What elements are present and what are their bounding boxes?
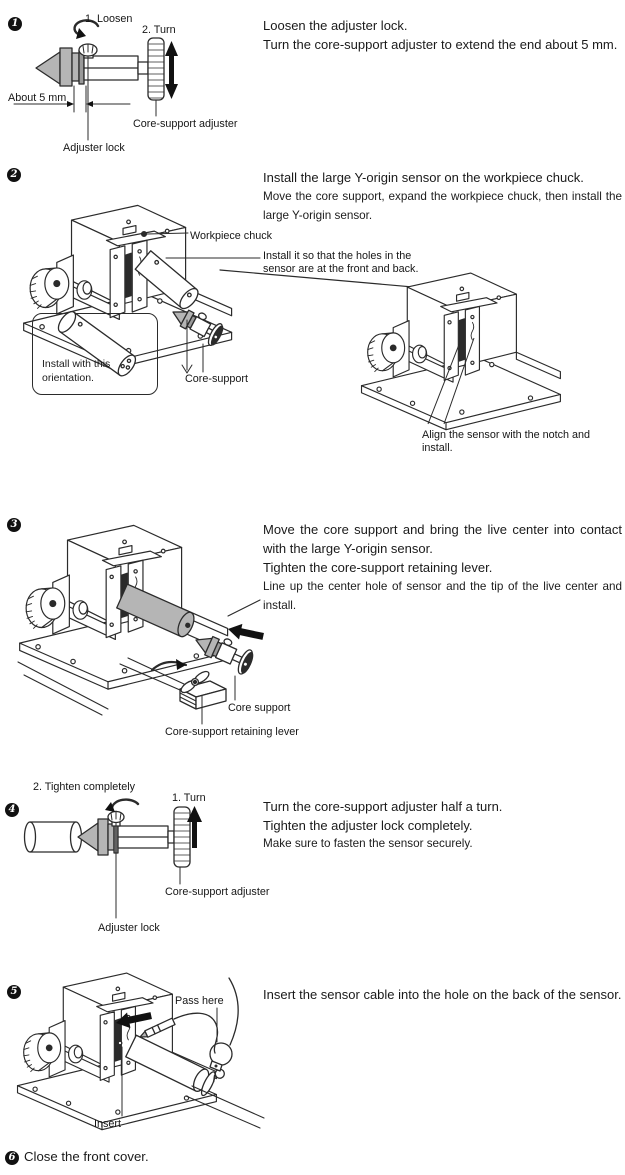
label-workpiece-chuck: Workpiece chuck bbox=[190, 230, 273, 242]
leader-lines bbox=[201, 675, 236, 725]
stand-and-leader bbox=[181, 319, 204, 374]
step3-sub-instruction: Line up the center hole of sensor and th… bbox=[263, 580, 622, 612]
orientation-cylinder-illustration bbox=[57, 311, 137, 377]
leader-lines bbox=[427, 337, 475, 425]
tighten-curved-arrow-icon bbox=[150, 659, 188, 672]
label-turn: 2. Turn bbox=[142, 24, 176, 36]
label-about-5mm: About 5 mm bbox=[8, 92, 67, 104]
label-insert: Insert bbox=[94, 1118, 122, 1130]
cable-connector bbox=[139, 1017, 176, 1038]
label-core-support-adjuster: Core-support adjuster bbox=[133, 118, 238, 130]
sensor-cable bbox=[173, 977, 239, 1072]
label-adjuster-lock: Adjuster lock bbox=[63, 142, 125, 154]
insert-arrow-icon bbox=[116, 1012, 152, 1029]
core-support-small-illustration bbox=[172, 309, 224, 346]
label-core-support: Core-support bbox=[185, 373, 249, 385]
instruction-line: Tighten the adjuster lock completely. bbox=[263, 818, 473, 833]
leader-lines bbox=[121, 1007, 218, 1117]
label-adjuster-lock: Adjuster lock bbox=[98, 922, 160, 934]
step-number-badge: 1 bbox=[8, 17, 22, 31]
rail-lines bbox=[185, 1085, 265, 1129]
step3-instructions: Move the core support and bring the live… bbox=[263, 520, 622, 577]
label-install-orientation: Install with this orientation. bbox=[42, 358, 111, 384]
sensor-cylinder bbox=[134, 250, 199, 310]
instruction-line: Tighten the core-support retaining lever… bbox=[263, 560, 493, 575]
label-loosen: 1. Loosen bbox=[85, 13, 133, 25]
instruction-line: Turn the core-support adjuster half a tu… bbox=[263, 799, 503, 814]
step-number-badge: 5 bbox=[7, 985, 21, 999]
step1-instructions: Loosen the adjuster lock. Turn the core-… bbox=[263, 16, 622, 54]
label-core-support: Core support bbox=[228, 702, 291, 714]
live-center bbox=[195, 635, 254, 675]
turn-double-arrow-icon bbox=[165, 41, 178, 99]
label-turn: 1. Turn bbox=[172, 792, 206, 804]
loosen-curved-arrow-icon bbox=[73, 19, 100, 39]
step3-illustration bbox=[17, 524, 264, 725]
label-tighten-completely: 2. Tighten completely bbox=[33, 781, 136, 793]
turn-up-arrow-icon bbox=[187, 806, 202, 848]
instruction-line: Loosen the adjuster lock. bbox=[263, 18, 408, 33]
instruction-line: Move the core support and bring the live… bbox=[263, 522, 622, 556]
tighten-curved-arrow-icon bbox=[105, 798, 140, 812]
step-number-badge: 3 bbox=[7, 518, 21, 532]
step5-instruction: Insert the sensor cable into the hole on… bbox=[263, 987, 622, 1002]
step4-live-center-illustration bbox=[23, 798, 202, 919]
step1-live-center-illustration bbox=[13, 19, 178, 141]
step-number-badge: 2 bbox=[7, 168, 21, 182]
table-edge-lines bbox=[17, 599, 261, 716]
step2-left-illustration bbox=[23, 204, 471, 374]
label-retaining-lever: Core-support retaining lever bbox=[165, 726, 299, 738]
sensor-cylinder bbox=[125, 1034, 225, 1097]
leader-lines bbox=[87, 55, 157, 141]
step2-sub-instruction: Move the core support, expand the workpi… bbox=[263, 190, 622, 222]
step4-instructions: Turn the core-support adjuster half a tu… bbox=[263, 797, 622, 835]
orientation-callout-box: Install with this orientation. bbox=[32, 311, 158, 395]
retaining-lever bbox=[179, 670, 227, 710]
rail-lines bbox=[119, 657, 185, 691]
step4-sub-instruction: Make sure to fasten the sensor securely. bbox=[263, 837, 473, 850]
step2-right-illustration bbox=[360, 272, 561, 431]
step2-instruction: Install the large Y-origin sensor on the… bbox=[263, 170, 584, 185]
step-number-badge: 4 bbox=[5, 803, 19, 817]
step-number-badge: 6 bbox=[5, 1151, 19, 1165]
sensor-cylinder bbox=[116, 583, 195, 638]
step6-instruction: Close the front cover. bbox=[24, 1149, 149, 1164]
label-holes-note: Install it so that the holes in the sens… bbox=[263, 250, 419, 275]
leader-lines bbox=[115, 822, 181, 919]
label-pass-here: Pass here bbox=[175, 995, 224, 1007]
push-arrow-icon bbox=[228, 623, 264, 640]
label-core-support-adjuster: Core-support adjuster bbox=[165, 886, 270, 898]
label-align-note: Align the sensor with the notch and inst… bbox=[422, 429, 591, 454]
instruction-line: Turn the core-support adjuster to extend… bbox=[263, 37, 618, 52]
dimension-lines bbox=[13, 85, 131, 113]
step5-illustration bbox=[16, 972, 265, 1131]
